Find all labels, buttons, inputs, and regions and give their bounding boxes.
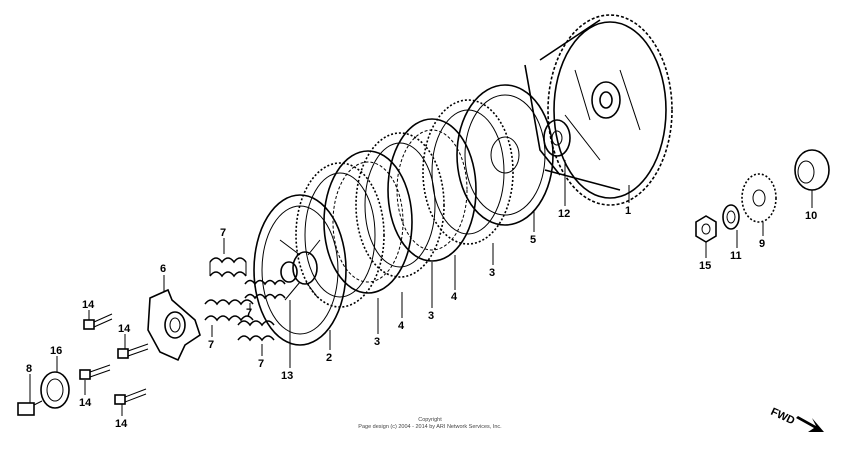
callout-7-upper: 7 <box>220 227 226 239</box>
clutch-center[interactable] <box>456 84 554 226</box>
callout-9: 9 <box>759 238 765 250</box>
primary-drive-gear[interactable] <box>741 173 777 223</box>
callout-3-front: 3 <box>374 336 380 348</box>
callout-4-front: 4 <box>398 320 405 332</box>
callout-5: 5 <box>530 234 536 246</box>
lifter-ring[interactable] <box>280 261 298 283</box>
lifter-rod[interactable] <box>17 400 43 416</box>
callout-labels: 1 12 5 3 4 3 4 3 2 13 6 7 7 7 7 15 11 9 … <box>26 205 817 430</box>
clutch-spring-middle[interactable] <box>244 279 286 300</box>
callout-13: 13 <box>281 370 293 382</box>
callout-7-middle: 7 <box>246 307 252 319</box>
bolt-2[interactable] <box>117 343 149 359</box>
bearing[interactable] <box>40 371 70 409</box>
clutch-spring-left[interactable] <box>204 299 254 322</box>
callout-4-rear: 4 <box>451 291 458 303</box>
callout-16: 16 <box>50 345 62 357</box>
callout-14-b: 14 <box>118 323 131 335</box>
collar[interactable] <box>794 149 830 191</box>
washer[interactable] <box>722 204 740 230</box>
lifter-plate[interactable] <box>147 288 201 362</box>
callout-3-middle: 3 <box>428 310 434 322</box>
callout-14-c: 14 <box>79 397 92 409</box>
callout-7-lower: 7 <box>258 358 264 370</box>
callout-14-d: 14 <box>115 418 128 430</box>
clutch-plate-4-front[interactable] <box>323 150 413 294</box>
clutch-plate-3-rear[interactable] <box>422 99 514 245</box>
pressure-plate[interactable] <box>253 194 347 346</box>
callout-15: 15 <box>699 260 711 272</box>
callout-11: 11 <box>730 250 742 262</box>
copyright-notice: Copyright Page design (c) 2004 - 2014 by… <box>300 417 560 431</box>
clutch-plate-3-middle[interactable] <box>355 132 445 278</box>
fwd-label: FWD <box>769 406 797 427</box>
leader-lines <box>29 160 813 416</box>
bolt-4[interactable] <box>114 388 147 405</box>
callout-8: 8 <box>26 363 32 375</box>
callout-12: 12 <box>558 208 570 220</box>
callout-7-left: 7 <box>208 339 214 351</box>
callout-6: 6 <box>160 263 166 275</box>
clutch-spring-lower[interactable] <box>237 320 275 342</box>
bolt-3[interactable] <box>79 364 111 380</box>
copyright-line: Page design (c) 2004 - 2014 by ARI Netwo… <box>358 424 502 430</box>
callout-14-a: 14 <box>82 299 95 311</box>
lock-nut[interactable] <box>695 215 717 243</box>
callout-10: 10 <box>805 210 817 222</box>
bolt-1[interactable] <box>83 313 113 330</box>
clutch-spring-upper[interactable] <box>209 257 247 278</box>
clutch-outer-housing[interactable] <box>524 14 673 206</box>
callout-3-rear: 3 <box>489 267 495 279</box>
copyright-title: Copyright <box>418 417 442 423</box>
callout-1: 1 <box>625 205 631 217</box>
clutch-plate-4-rear[interactable] <box>387 118 477 262</box>
callout-2: 2 <box>326 352 332 364</box>
forward-arrow-icon: FWD <box>769 406 824 432</box>
